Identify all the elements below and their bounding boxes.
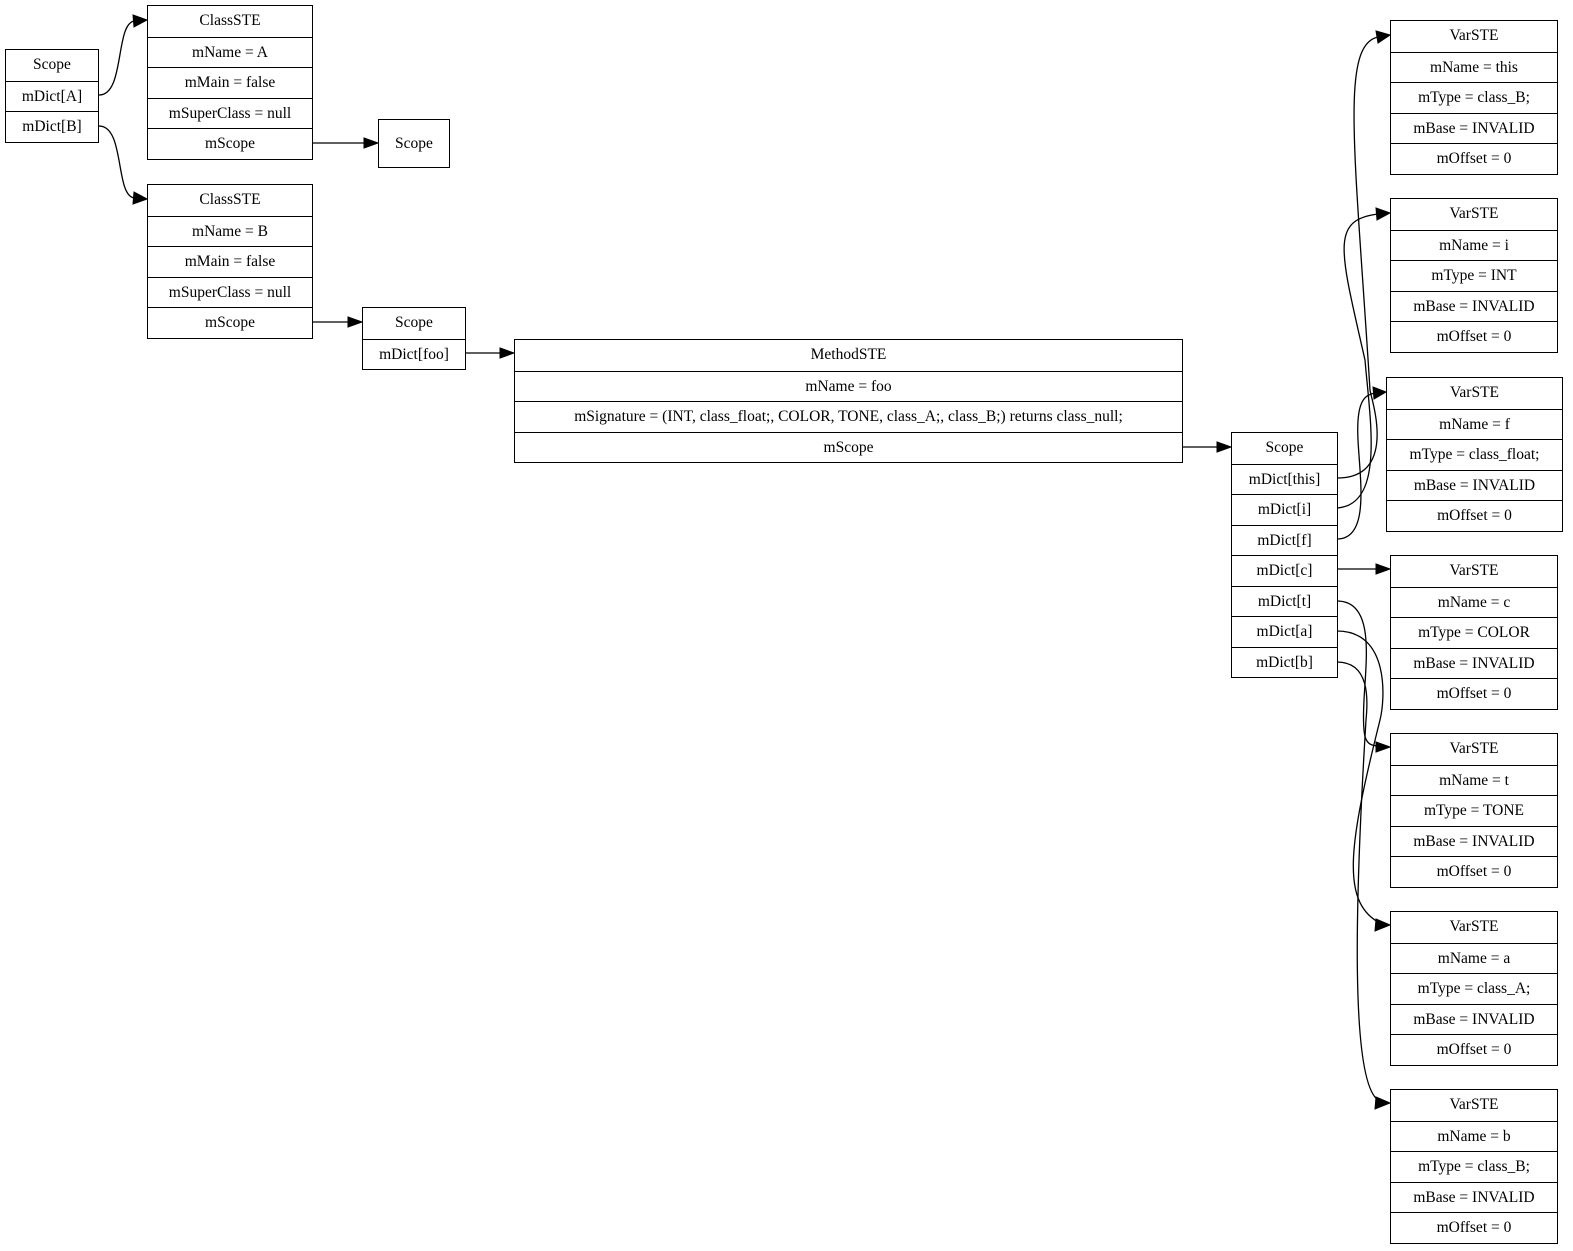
arrowhead (363, 137, 380, 149)
node-field: mOffset = 0 (1391, 1034, 1557, 1065)
node-field: mSignature = (INT, class_float;, COLOR, … (515, 401, 1182, 432)
node-title: VarSTE (1449, 918, 1499, 935)
node-field[interactable]: mDict[A] (6, 80, 98, 112)
node-field: mBase = INVALID (1387, 469, 1562, 501)
edge-root-to-class-b (98, 125, 135, 199)
node-title: Scope (1265, 439, 1304, 456)
node-field: mName = t (1391, 764, 1557, 796)
edge-a (1336, 630, 1384, 923)
class-b-scope-node[interactable]: Scope mDict[foo] (362, 307, 466, 370)
node-title: VarSTE (1449, 562, 1499, 579)
node-title: ClassSTE (199, 191, 261, 208)
node-title: VarSTE (1449, 205, 1499, 222)
node-field: mMain = false (148, 246, 312, 277)
class-a-scope-node[interactable]: Scope (378, 119, 450, 168)
node-field: mType = class_B; (1391, 1151, 1557, 1182)
var-ste-i-node[interactable]: VarSTE mName = i mType = INT mBase = INV… (1390, 198, 1558, 353)
edge-f (1336, 392, 1376, 540)
node-field: mBase = INVALID (1391, 825, 1557, 857)
node-title: ClassSTE (199, 12, 261, 29)
var-ste-this-node[interactable]: VarSTE mName = this mType = class_B; mBa… (1390, 20, 1558, 175)
node-field: mBase = INVALID (1391, 112, 1557, 144)
node-field: mBase = INVALID (1391, 647, 1557, 679)
edge-root-to-class-a (98, 20, 135, 96)
arrowhead (499, 347, 516, 359)
node-field[interactable]: mDict[b] (1232, 646, 1337, 678)
node-field[interactable]: mScope (148, 128, 312, 159)
node-field: mName = c (1391, 586, 1557, 618)
node-title: VarSTE (1449, 1096, 1499, 1113)
edge-b (1336, 661, 1379, 1101)
node-field[interactable]: mDict[foo] (363, 338, 465, 370)
class-ste-b-node[interactable]: ClassSTE mName = B mMain = false mSuperC… (147, 184, 313, 339)
node-field[interactable]: mDict[c] (1232, 555, 1337, 586)
node-field: mType = TONE (1391, 795, 1557, 826)
edge-this (1336, 36, 1379, 479)
node-field: mType = COLOR (1391, 617, 1557, 648)
arrowhead (1374, 1096, 1392, 1110)
node-title: MethodSTE (810, 346, 887, 363)
node-field[interactable]: mDict[t] (1232, 585, 1337, 617)
var-ste-f-node[interactable]: VarSTE mName = f mType = class_float; mB… (1386, 377, 1563, 532)
node-title: Scope (395, 135, 433, 152)
node-field: mSuperClass = null (148, 276, 312, 308)
node-field: mName = A (148, 36, 312, 68)
node-field[interactable]: mDict[i] (1232, 494, 1337, 525)
node-title: VarSTE (1449, 384, 1500, 401)
root-scope-node[interactable]: Scope mDict[A] mDict[B] (5, 49, 99, 143)
arrowhead (1375, 30, 1392, 44)
node-title: VarSTE (1449, 740, 1499, 757)
var-ste-t-node[interactable]: VarSTE mName = t mType = TONE mBase = IN… (1390, 733, 1558, 888)
arrowhead (1216, 441, 1233, 453)
node-field: mType = class_B; (1391, 82, 1557, 113)
node-field: mOffset = 0 (1391, 1212, 1557, 1243)
node-title: Scope (395, 314, 433, 331)
node-title: VarSTE (1449, 27, 1499, 44)
node-field: mOffset = 0 (1391, 678, 1557, 709)
node-field: mOffset = 0 (1391, 856, 1557, 887)
node-field: mName = B (148, 215, 312, 247)
node-field: mOffset = 0 (1387, 500, 1562, 531)
arrowhead (1375, 207, 1392, 221)
node-field: mBase = INVALID (1391, 290, 1557, 322)
node-field: mBase = INVALID (1391, 1181, 1557, 1213)
node-field: mName = i (1391, 229, 1557, 261)
edge-i (1336, 213, 1379, 509)
arrowhead (1375, 563, 1392, 575)
node-field: mName = f (1387, 408, 1562, 440)
node-field: mBase = INVALID (1391, 1003, 1557, 1035)
node-field: mType = INT (1391, 260, 1557, 291)
node-field: mName = a (1391, 942, 1557, 974)
var-ste-c-node[interactable]: VarSTE mName = c mType = COLOR mBase = I… (1390, 555, 1558, 710)
node-field[interactable]: mScope (148, 307, 312, 338)
arrowhead (1372, 386, 1388, 400)
node-field: mSuperClass = null (148, 97, 312, 129)
arrowhead (1375, 741, 1392, 753)
node-field[interactable]: mDict[this] (1232, 463, 1337, 495)
node-field: mType = class_A; (1391, 973, 1557, 1004)
node-field[interactable]: mDict[a] (1232, 616, 1337, 647)
arrowhead (132, 191, 149, 205)
node-field: mMain = false (148, 67, 312, 98)
node-field: mName = this (1391, 51, 1557, 83)
node-title: Scope (33, 56, 71, 73)
method-ste-node[interactable]: MethodSTE mName = foo mSignature = (INT,… (514, 339, 1183, 463)
var-ste-b-node[interactable]: VarSTE mName = b mType = class_B; mBase … (1390, 1089, 1558, 1244)
node-field[interactable]: mScope (515, 431, 1182, 463)
node-field: mType = class_float; (1387, 439, 1562, 470)
arrowhead (1374, 918, 1392, 932)
node-field: mName = b (1391, 1120, 1557, 1152)
edge-t (1336, 600, 1379, 747)
node-field: mOffset = 0 (1391, 321, 1557, 352)
node-field: mOffset = 0 (1391, 143, 1557, 174)
node-field[interactable]: mDict[B] (6, 111, 98, 142)
node-field[interactable]: mDict[f] (1232, 524, 1337, 556)
arrowhead (132, 14, 149, 28)
class-ste-a-node[interactable]: ClassSTE mName = A mMain = false mSuperC… (147, 5, 313, 160)
method-scope-node[interactable]: Scope mDict[this] mDict[i] mDict[f] mDic… (1231, 432, 1338, 678)
node-field: mName = foo (515, 370, 1182, 402)
var-ste-a-node[interactable]: VarSTE mName = a mType = class_A; mBase … (1390, 911, 1558, 1066)
arrowhead (347, 316, 364, 328)
